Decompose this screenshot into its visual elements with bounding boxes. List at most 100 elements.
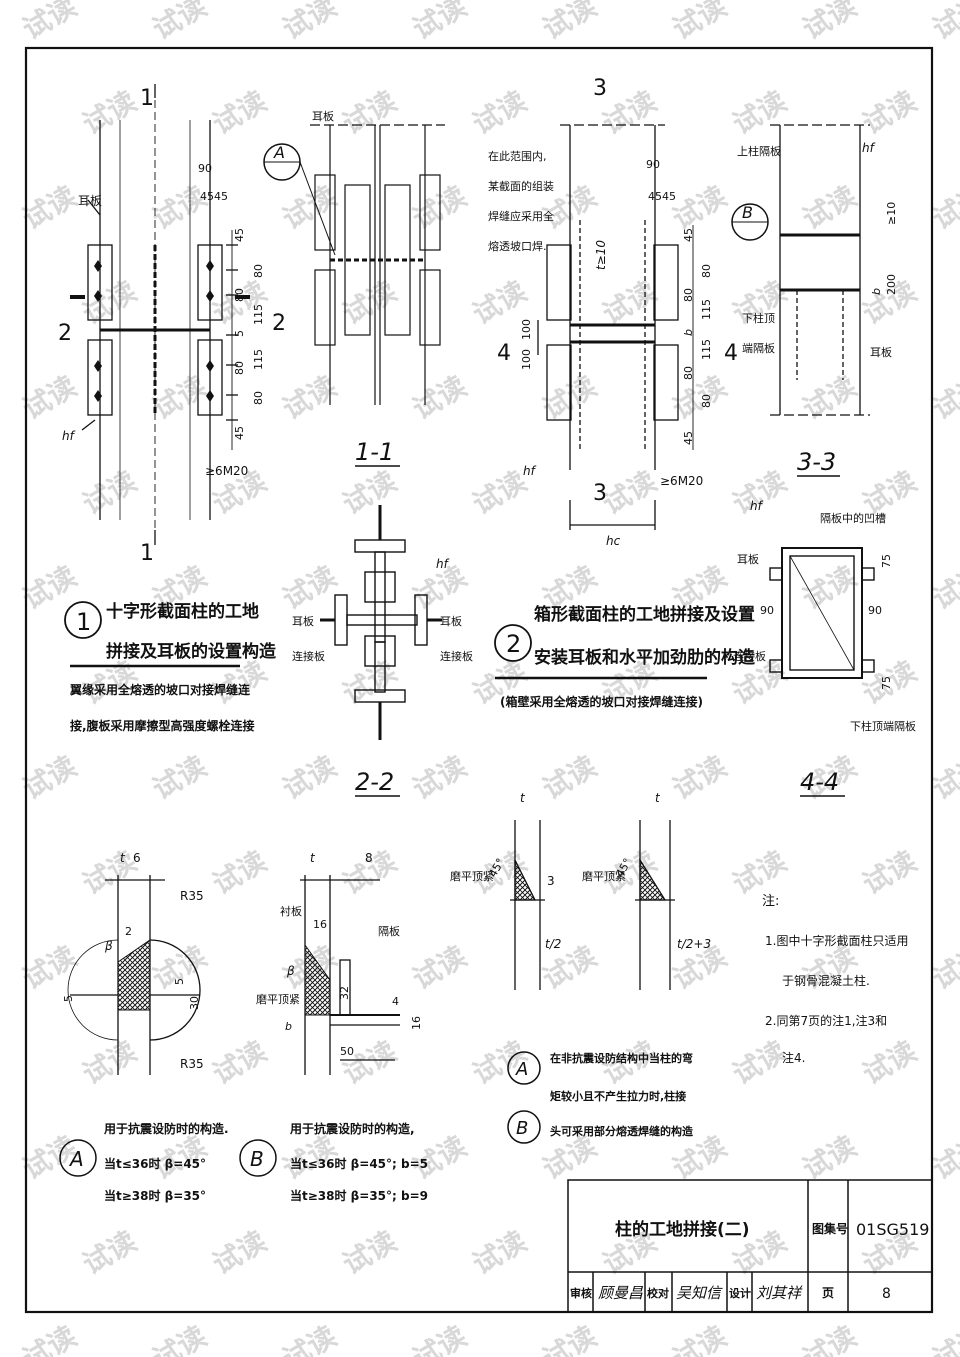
d2-dim-0: 90: [646, 158, 660, 171]
s33-label: 3-3: [797, 448, 836, 476]
watermark-text: 试读: [77, 1224, 142, 1281]
tb-design-sig: 刘其祥: [756, 1284, 803, 1302]
pw-right-dim-t: t: [655, 791, 661, 805]
pw-circle-b: [507, 1110, 541, 1144]
s11-ear-label: 耳板: [312, 109, 334, 123]
dA-dim-5a: 5: [62, 995, 75, 1002]
dA-rule2: 当t≥38时 β=35°: [104, 1188, 206, 1203]
watermark-text: 试读: [277, 1319, 342, 1357]
watermark-text: 试读: [407, 369, 472, 426]
d2-dim-4: 80: [700, 264, 713, 278]
watermark-text: 试读: [277, 369, 342, 426]
watermark-text: 试读: [147, 749, 212, 806]
dA-dim-t: t: [120, 851, 126, 865]
s44-connect-plate: 连接板: [733, 649, 766, 663]
watermark-text: 试读: [537, 749, 602, 806]
pw-left-dim-t2: t/2: [545, 937, 561, 951]
watermark-text: 试读: [17, 0, 82, 46]
watermark-text: 试读: [927, 1319, 960, 1357]
d1-vertical-dims: 45 80 80 115 5 115 80 80 45: [233, 228, 265, 440]
section11-drawing: [310, 124, 445, 405]
watermark-text: 试读: [277, 559, 342, 616]
watermark-text: 试读: [797, 1319, 862, 1357]
d2-section-top: 3: [593, 76, 607, 101]
s44-ear-plate: 耳板: [737, 552, 759, 566]
s44-weld-hf: hf: [750, 499, 764, 513]
s11-marker-letter: A: [273, 143, 285, 162]
s44-groove-label: 隔板中的凹槽: [820, 511, 886, 525]
s33-ear-plate: 耳板: [870, 345, 892, 359]
d2-section-bottom: 3: [593, 481, 607, 506]
dB-rule2: 当t≥38时 β=35°; b=9: [290, 1188, 428, 1203]
detailA-drawing: [67, 875, 201, 1075]
d2-title-line1: 箱形截面柱的工地拼接及设置: [534, 604, 755, 625]
d1-dim-11: 45: [233, 426, 246, 440]
d1-dim-5: 80: [233, 288, 246, 302]
partial-weld-drawings: [510, 820, 675, 990]
d2-note-line4: 熔透坡口焊.: [488, 239, 547, 253]
s33-lower-label2: 端隔板: [742, 341, 775, 355]
d1-dim-0: 90: [198, 162, 212, 175]
d1-dim-9: 80: [233, 361, 246, 375]
d2-range-note: 在此范围内, 某截面的组装 焊缝应采用全 熔透坡口焊.: [488, 149, 554, 253]
pw-circle-a: [507, 1051, 541, 1085]
dA-dim-6: 6: [133, 851, 141, 865]
s22-label: 2-2: [355, 768, 394, 796]
watermark-text: 试读: [77, 274, 142, 331]
d2-dim-6: b: [682, 329, 695, 336]
dA-rule1: 当t≤36时 β=45°: [104, 1156, 206, 1171]
watermark-text: 试读: [407, 1319, 472, 1357]
s44-dim-0: 75: [880, 554, 893, 568]
watermark-text: 试读: [277, 749, 342, 806]
notes-n1-line1: 1.图中十字形截面柱只适用: [765, 933, 908, 948]
watermark-text: 试读: [667, 179, 732, 236]
watermark-text: 试读: [797, 0, 862, 46]
s22-weld-hf: hf: [436, 557, 450, 571]
d1-dim-1: 45: [200, 190, 214, 203]
pw-letter-b: B: [516, 1118, 528, 1139]
pw-text-line3: 头可采用部分熔透焊缝的构造: [550, 1124, 694, 1138]
d2-dim-3: 45: [682, 228, 695, 242]
s22-right-label1: 耳板: [440, 614, 462, 628]
watermark-text: 试读: [407, 939, 472, 996]
s33-marker-letter: B: [742, 203, 753, 222]
d1-dim-4: 80: [252, 264, 265, 278]
pw-text-line1: 在非抗震设防结构中当柱的弯: [550, 1051, 693, 1065]
s44-dim-2: 90: [868, 604, 882, 617]
watermark-text: 试读: [857, 1034, 922, 1091]
d1-number: 1: [76, 608, 91, 636]
d2-number-circle: [494, 624, 532, 662]
sheet-frame: [24, 46, 934, 1314]
tb-design-label: 设计: [729, 1286, 751, 1300]
s44-dim-1: 90: [760, 604, 774, 617]
watermark-text: 试读: [727, 84, 792, 141]
watermark-text: 试读: [667, 0, 732, 46]
d1-number-circle: [64, 601, 102, 639]
watermark-text: 试读: [797, 179, 862, 236]
pw-left-dim-t: t: [520, 791, 526, 805]
s33-dim-1: b: [870, 288, 883, 295]
dB-dim-8: 8: [365, 851, 373, 865]
s11-marker-leader: [299, 161, 336, 256]
watermark-text: 试读: [77, 84, 142, 141]
d2-bolts: ≥6M20: [660, 474, 703, 488]
d2-note-line1: 在此范围内,: [488, 149, 547, 163]
s33-weld-hf: hf: [862, 141, 876, 155]
d1-dim-7: 5: [233, 330, 246, 337]
dA-dim-r35-top: R35: [180, 889, 204, 903]
s11-label: 1-1: [355, 438, 394, 466]
tb-check-sig: 吴知信: [676, 1284, 723, 1302]
watermark-text: 试读: [337, 84, 402, 141]
d1-dim-8: 115: [252, 349, 265, 370]
tb-page-label: 页: [822, 1286, 834, 1300]
d1-dim-2: 45: [214, 190, 228, 203]
dB-dim-16: 16: [313, 918, 327, 931]
watermark-text: 试读: [667, 1319, 732, 1357]
d1-dim-3: 45: [233, 228, 246, 242]
s33-upper-diaphragm: 上柱隔板: [737, 144, 781, 158]
d1-section-bottom: 1: [140, 541, 154, 566]
d1-bolts: ≥6M20: [205, 464, 248, 478]
watermark-text: 试读: [337, 464, 402, 521]
dB-dim-4: 4: [392, 995, 399, 1008]
